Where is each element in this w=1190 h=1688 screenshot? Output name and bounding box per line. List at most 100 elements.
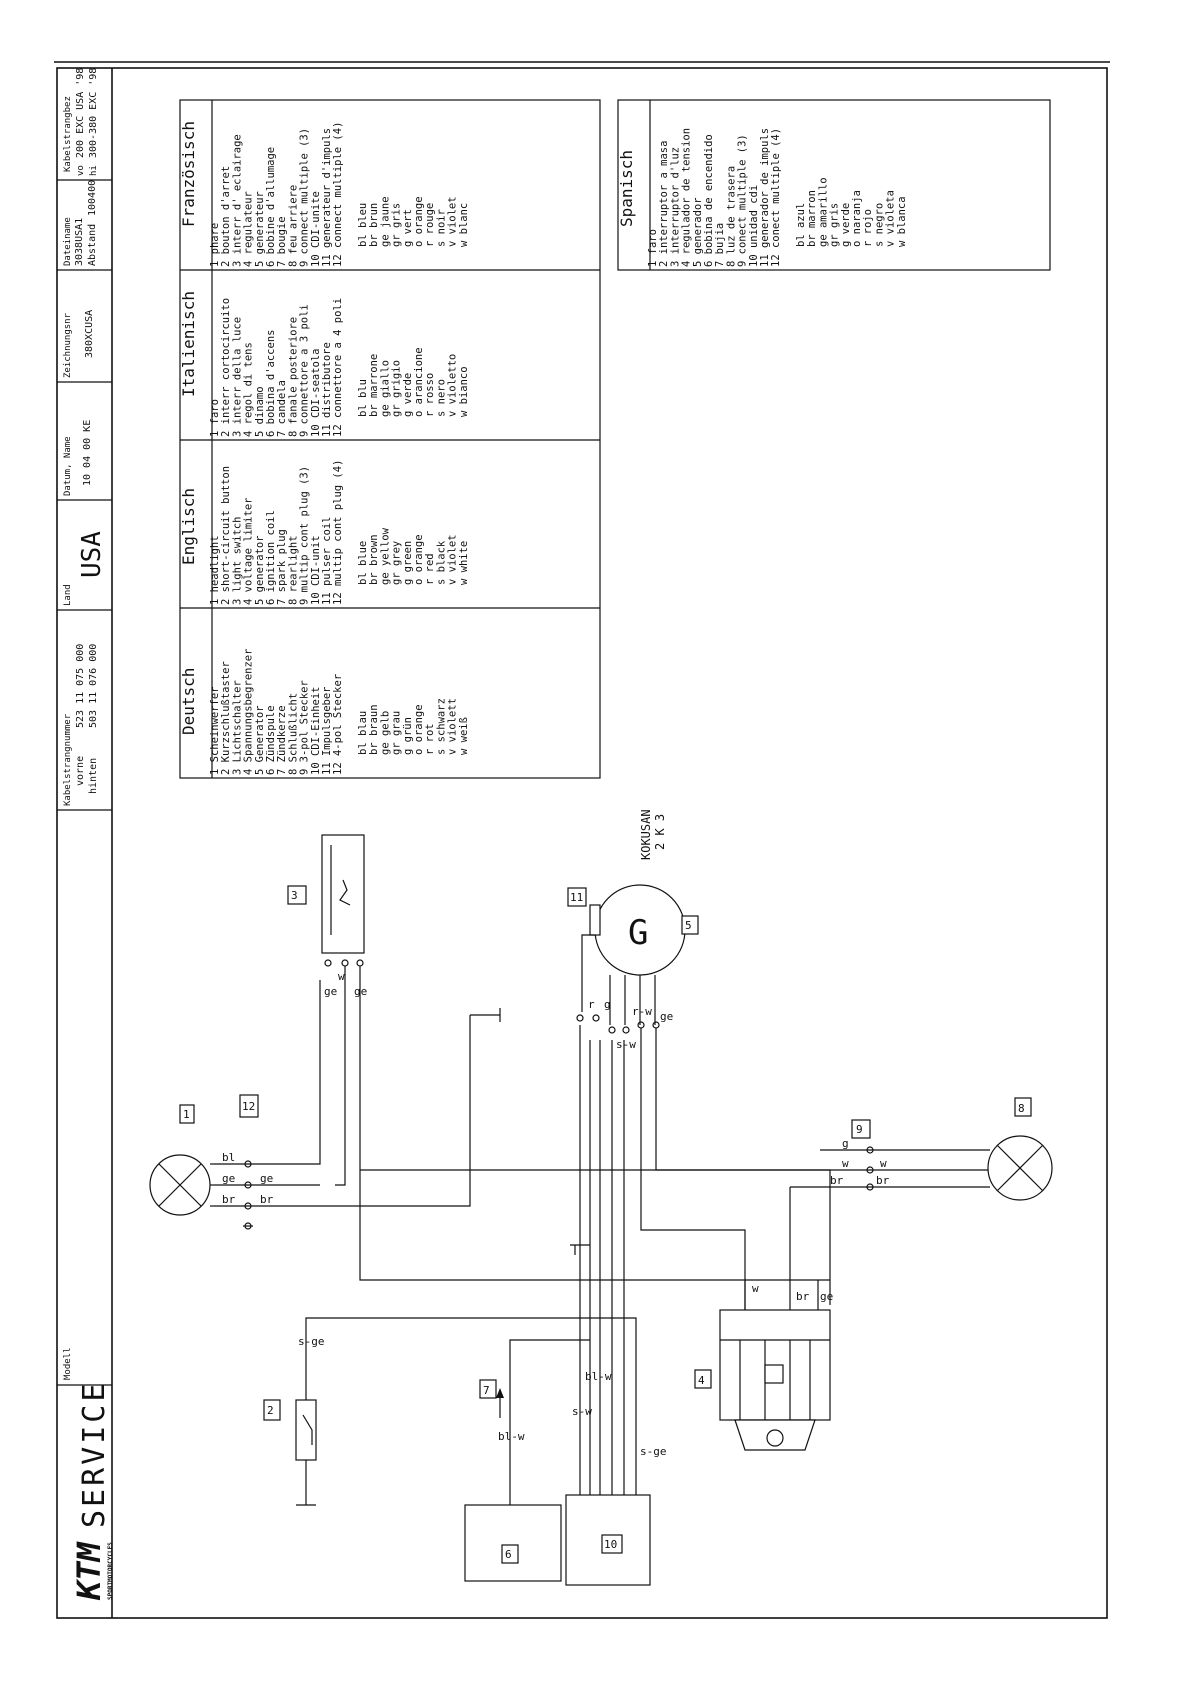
label-box-1 [179, 1104, 195, 1124]
legend-color-code: gr grau [391, 711, 403, 755]
component-10-label: 10 [604, 1538, 617, 1551]
label-box-8 [1014, 1097, 1032, 1117]
connector-9-pins: g w br w br 9 [360, 1119, 990, 1191]
zeichnung-label: Zeichnungsnr [63, 312, 73, 378]
label-box-2 [263, 1399, 281, 1421]
legend-color-code: r red [424, 553, 436, 585]
modell-field: Modell [63, 1347, 73, 1380]
legend-item: 2 bouton d'arret [220, 166, 232, 267]
legend-item: 4 voltage limiter [243, 498, 255, 605]
label-box-12 [239, 1094, 259, 1118]
connector-pin [652, 1021, 660, 1029]
legend-item: 11 distributore [321, 342, 333, 437]
legend-item: 10 CDI-seatola [310, 348, 322, 437]
wire [640, 1028, 746, 1310]
component-11-label: 11 [570, 891, 583, 904]
legend-color-code: s nero [435, 379, 447, 417]
legend-item: 7 bougie [276, 216, 288, 267]
legend-column-title: Spanisch [617, 150, 636, 227]
label-box-11 [567, 887, 587, 907]
component-6-label: 6 [505, 1548, 512, 1561]
legend-color-code: g vert [402, 209, 414, 247]
service-heading: SERVICE [77, 1381, 112, 1528]
legend-item: 4 regulador de tension [681, 128, 693, 267]
legend-color-code: s negro [873, 203, 885, 247]
wire-br-run [290, 1015, 471, 1207]
legend-item: 6 bobina d'accens [265, 330, 277, 437]
legend-item: 1 headlight [209, 535, 221, 605]
switch-terminal [356, 959, 364, 967]
switch-lever [339, 879, 351, 906]
legend-item: 5 Generator [254, 705, 266, 775]
legend-color-code: gr gris [391, 203, 403, 247]
legend-item: 2 Kurzschlußtaster [220, 661, 232, 775]
legend-item: 12 connect multiple (4) [332, 122, 344, 267]
wire-label-ge: ge [260, 1172, 273, 1185]
legend-color-code: bl azul [795, 203, 807, 247]
abstand-value: 100400 [87, 180, 98, 216]
component-2-label: 2 [267, 1404, 274, 1417]
legend-item: 10 CDI-Einheit [310, 686, 322, 775]
legend-item: 4 regol di tens [243, 342, 255, 437]
label-box-5 [681, 915, 699, 935]
legend-item: 7 spark plug [276, 529, 288, 605]
mount-hole [766, 1429, 784, 1447]
kabelstrang-label: Kabelstrangnummer [63, 713, 73, 806]
legend-column-title: Französisch [179, 121, 198, 227]
legend-item: 4 Spannungsbegrenzer [243, 649, 255, 775]
connector-pin [576, 1014, 584, 1022]
label-box-7 [479, 1379, 497, 1399]
regulator-terminal [764, 1364, 784, 1384]
legend-item: 6 bobine d'allumage [265, 147, 277, 267]
connector-pin [592, 1014, 600, 1022]
legend-item: 5 generador [692, 197, 704, 267]
legend-item: 8 Schlußlicht [287, 693, 299, 775]
wire-label-g: g [604, 998, 611, 1011]
legend-item: 12 4-pol Stecker [332, 674, 344, 775]
connector-pin [622, 1026, 630, 1034]
zeichnung-value: 380XCUSA [84, 310, 95, 358]
legend-color-code: ge gelb [379, 711, 391, 755]
legend-item: 12 connettore a 4 poli [332, 298, 344, 437]
legend-color-code: r rot [424, 723, 436, 755]
legend-color-code: v violeta [885, 190, 897, 247]
legend-color-code: g green [402, 541, 414, 585]
hi-value: 300-380 EXC '98 [88, 68, 99, 158]
legend-color-code: br brun [368, 203, 380, 247]
legend-color-code: br marron [806, 190, 818, 247]
datum-value: 10 04 00 KE [82, 420, 93, 486]
wire-label-br: br [796, 1290, 810, 1303]
legend-item: 6 bobina de encendido [703, 134, 715, 267]
wire-label-r-w: r-w [632, 1005, 652, 1018]
outer-frame [56, 67, 1108, 1619]
pulser-coil-symbol [589, 904, 601, 936]
wire [581, 934, 595, 1012]
wire-label-w: w [842, 1157, 849, 1170]
legend-color-code: bl blau [357, 711, 369, 755]
legend-color-code: gr grey [391, 541, 403, 585]
datei-field: Dateiname 3038USA1 Abstand 100400 [63, 180, 98, 266]
legend-item: 9 conect multiple (3) [737, 134, 749, 267]
connector-pin [866, 1166, 874, 1174]
legend-item: 11 generateur d'impuls [321, 128, 333, 267]
vo-value: 200 EXC USA '98 [75, 68, 86, 158]
legend-frame [179, 99, 601, 779]
legend-item: 12 multip cont plug (4) [332, 460, 344, 605]
component-9-label: 9 [856, 1123, 863, 1136]
legend-item: 3 Lichtschalter [231, 680, 243, 775]
legend-color-code: s noir [435, 209, 447, 247]
legend-color-code: r rojo [862, 209, 874, 247]
wire-label-w: w [338, 970, 345, 983]
schematic: bl ge br ge br 1 12 3 ge w ge [149, 809, 1053, 1586]
ignition-coil-box [464, 1504, 562, 1582]
component-7-label: 7 [483, 1384, 490, 1397]
switch-terminal [341, 959, 349, 967]
wire-ge-run [359, 966, 830, 1281]
hinten-number: 503 11 076 000 [88, 644, 99, 728]
label-box-10 [601, 1534, 623, 1554]
component-1-label: 1 [183, 1108, 190, 1121]
generator-brand: KOKUSAN 2 K 3 [639, 809, 667, 860]
connector-12-pins [214, 1160, 290, 1230]
